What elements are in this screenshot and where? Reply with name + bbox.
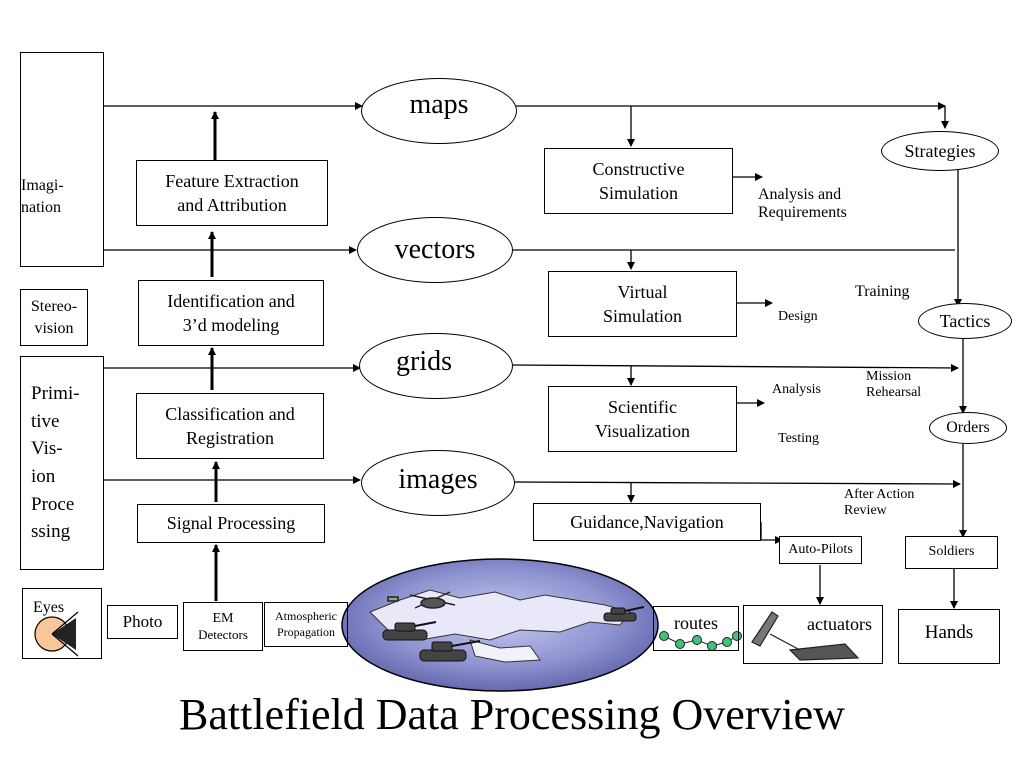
constructive-label-1: Constructive [592,158,685,179]
em-label: EM [212,610,234,626]
orders-ellipse: Orders [929,412,1007,444]
imagination-label-1: Imagi- [21,176,64,194]
imagination-box: Imagi- nation [20,52,104,267]
eyes-box: Eyes [22,588,102,659]
mission-label: Mission [866,369,912,384]
design-label: Design [778,309,818,324]
guidance-label: Guidance,Navigation [570,511,724,532]
tank-icon [419,640,481,662]
stereo-vision-box: Stereo- vision [20,289,88,346]
eye-icon [34,611,79,657]
routes-box: routes [653,606,739,651]
images-ellipse: images [361,450,515,516]
after-action-review-label: After Action Review [844,487,914,519]
virtual-label-2: Simulation [602,306,682,326]
orders-label: Orders [946,419,990,436]
grids-label: grids [396,346,452,377]
tactics-label: Tactics [939,310,991,331]
em-detectors-box: EM Detectors [183,602,263,651]
detectors-label: Detectors [198,627,248,643]
guidance-navigation-box: Guidance,Navigation [533,503,761,541]
scientific-label-2: Visualization [595,421,690,441]
grids-ellipse: grids [359,333,513,399]
constructive-label-2: Simulation [598,183,678,203]
classification-box: Classification and Registration [136,393,324,459]
auto-pilots-box: Auto-Pilots [779,536,862,564]
arrow-guidance-to-autopilots [760,522,783,544]
after-action-label: After Action [844,487,915,502]
feature-extraction-label-2: and Attribution [177,195,287,215]
testing-label: Testing [778,431,820,446]
arrow-grids-right [511,363,959,372]
maps-label: maps [409,89,469,120]
soldiers-box: Soldiers [905,536,998,569]
hands-label: Hands [924,622,974,643]
analysis-label: Analysis [772,382,821,397]
strategies-label: Strategies [904,140,976,161]
actuators-label: actuators [807,614,872,634]
tank-icon [603,606,645,622]
vectors-ellipse: vectors [357,217,513,283]
identification-label-1: Identification and [167,290,295,311]
arrow-images-right [513,479,961,488]
maps-ellipse: maps [361,78,517,144]
images-label: images [398,464,478,495]
page-title: Battlefield Data Processing Overview [179,690,845,739]
scientific-label-1: Scientific [608,396,677,417]
photo-box: Photo [107,605,178,639]
route-nodes-icon [659,631,742,651]
review-label: Review [844,503,887,518]
atmospheric-label-1: Atmospheric [275,608,337,623]
stereo-vision-label-1: Stereo- [30,297,78,315]
analysis-requirements-label: Analysis and Requirements [758,186,847,222]
tactics-ellipse: Tactics [918,303,1012,339]
auto-pilots-label: Auto-Pilots [788,541,853,557]
routes-label: routes [674,613,718,633]
identification-label-2: 3’d modeling [182,315,280,335]
signal-processing-label: Signal Processing [166,513,296,534]
virtual-label-1: Virtual [617,281,668,302]
analysis-requirements-label-1: Analysis and [758,186,842,203]
feature-extraction-box: Feature Extraction and Attribution [136,160,328,226]
stereo-vision-label-2: vision [34,319,74,337]
primitive-label-5: Proce [31,493,75,515]
atmospheric-box: Atmospheric Propagation [264,602,348,647]
primitive-label-1: Primi- [31,383,80,405]
primitive-label-4: ion [31,466,56,487]
mission-rehearsal-label: Mission Rehearsal [866,369,921,401]
battlefield-terrain-illustration [341,558,659,692]
actuators-box: actuators [743,605,883,664]
photo-label: Photo [122,611,163,631]
soldiers-label: Soldiers [928,544,975,560]
imagination-label-2: nation [21,198,61,216]
rehearsal-label: Rehearsal [866,385,922,400]
feature-extraction-label-1: Feature Extraction [165,170,299,191]
atmospheric-label-2: Propagation [277,624,335,639]
classification-label-2: Registration [186,428,274,448]
primitive-label-2: tive [31,410,60,432]
vectors-label: vectors [394,234,476,265]
actuator-icon [751,611,860,661]
signal-processing-box: Signal Processing [137,504,325,543]
tank-icon [382,621,437,641]
scientific-visualization-box: Scientific Visualization [548,386,737,452]
hands-box: Hands [898,609,1000,664]
helicopter-icon [387,591,456,609]
constructive-simulation-box: Constructive Simulation [544,148,733,214]
primitive-vision-box: Primi- tive Vis- ion Proce ssing [20,356,104,570]
eyes-label: Eyes [33,599,65,616]
virtual-simulation-box: Virtual Simulation [548,271,737,337]
training-label: Training [855,283,910,300]
identification-box: Identification and 3’d modeling [138,280,324,346]
primitive-label-3: Vis- [31,438,63,460]
analysis-requirements-label-2: Requirements [758,204,847,221]
primitive-label-6: ssing [31,521,71,543]
classification-label-1: Classification and [165,403,295,424]
strategies-ellipse: Strategies [881,131,999,171]
